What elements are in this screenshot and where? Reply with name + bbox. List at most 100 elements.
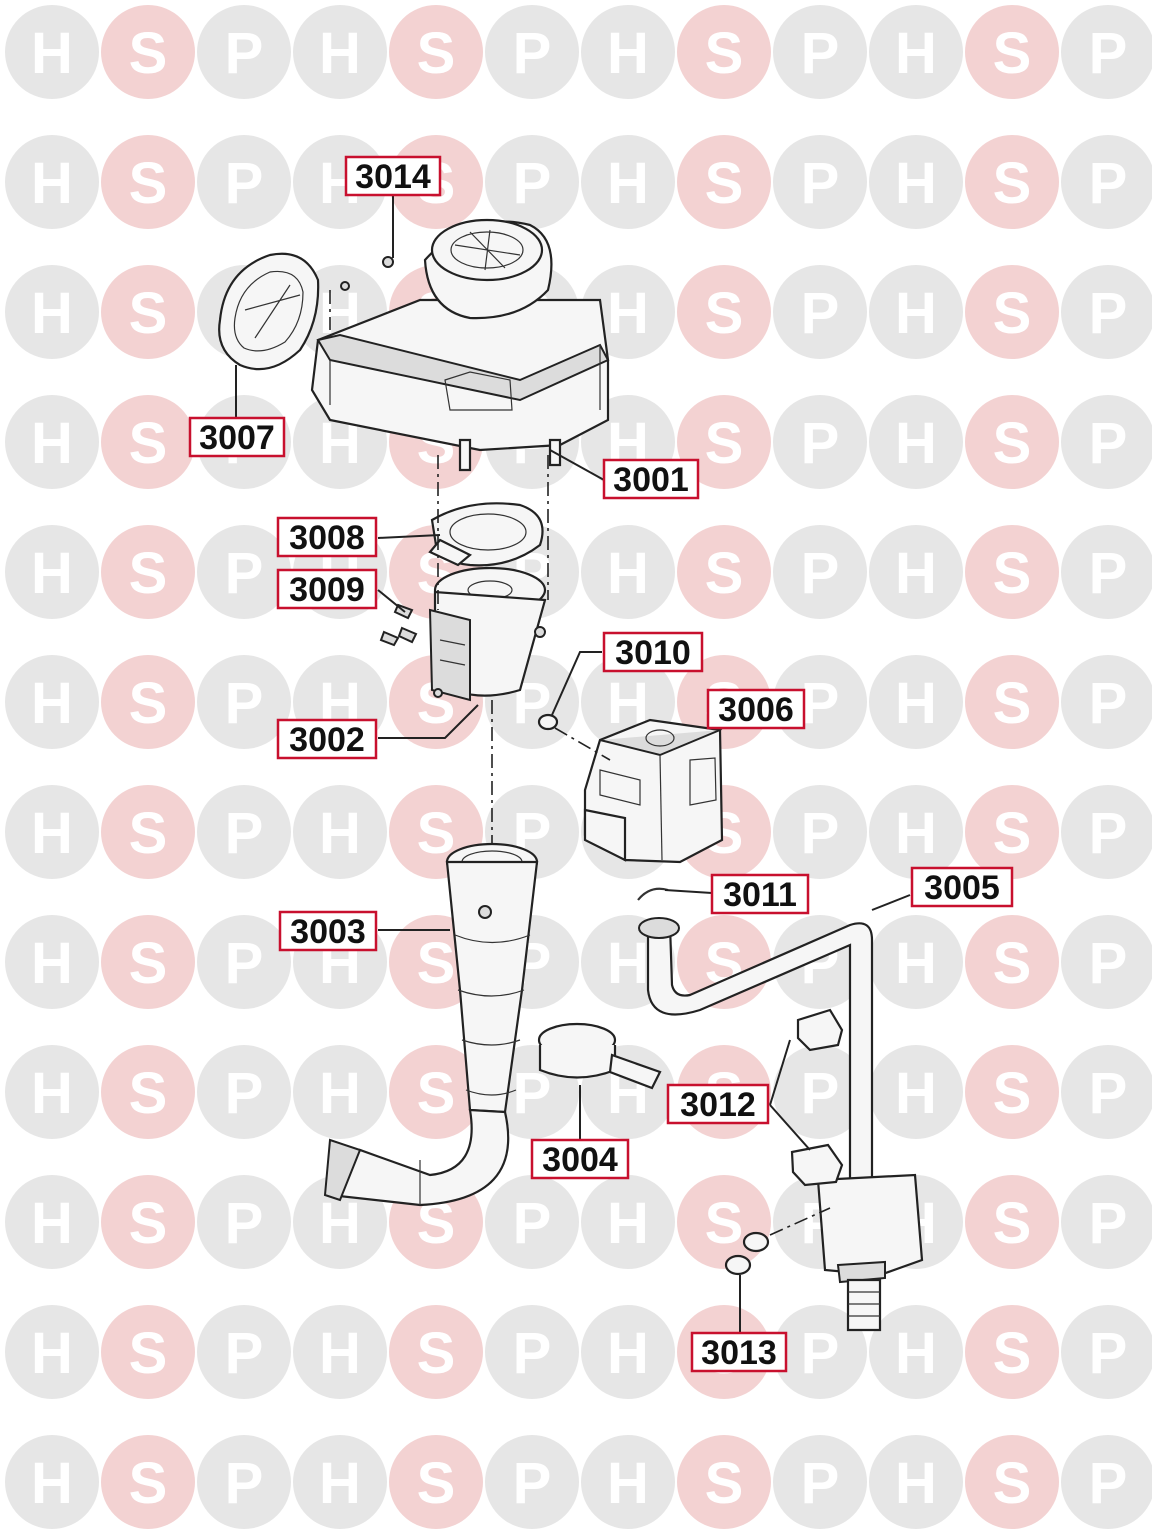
- watermark-circle: [965, 1435, 1059, 1529]
- label-3006[interactable]: 3006: [706, 688, 806, 730]
- watermark-letter: P: [1089, 541, 1128, 606]
- label-3004[interactable]: 3004: [530, 1138, 630, 1180]
- label-3008-text: 3008: [289, 519, 365, 557]
- bracket-3004: [537, 1022, 662, 1090]
- label-3012[interactable]: 3012: [666, 1083, 770, 1125]
- watermark-letter: H: [31, 931, 73, 996]
- watermark-letter: S: [993, 1451, 1032, 1516]
- watermark-letter: H: [895, 931, 937, 996]
- label-3005-text: 3005: [924, 869, 1000, 907]
- watermark-circle: [581, 1305, 675, 1399]
- watermark-circle: [773, 1045, 867, 1139]
- watermark-circle: [101, 1435, 195, 1529]
- label-3003[interactable]: 3003: [278, 910, 378, 952]
- watermark-letter: S: [129, 1451, 168, 1516]
- watermark-circle: [5, 915, 99, 1009]
- watermark-circle: [869, 655, 963, 749]
- watermark-circle: [869, 5, 963, 99]
- label-3009[interactable]: 3009: [276, 568, 378, 610]
- label-3014-text: 3014: [355, 158, 431, 196]
- watermark-circle: [869, 1435, 963, 1529]
- watermark-circle: [581, 1435, 675, 1529]
- label-3008[interactable]: 3008: [276, 516, 378, 558]
- fan-assembly-3001: [310, 218, 610, 472]
- label-3001-text: 3001: [613, 461, 689, 499]
- label-3003-text: 3003: [290, 913, 366, 951]
- venturi-3002: [428, 566, 547, 702]
- screw-3014: [329, 256, 394, 330]
- watermark-letter: P: [513, 151, 552, 216]
- watermark-letter: P: [1089, 411, 1128, 476]
- watermark-circle: [677, 525, 771, 619]
- label-3013[interactable]: 3013: [690, 1331, 788, 1373]
- label-3011[interactable]: 3011: [710, 873, 810, 915]
- label-3007[interactable]: 3007: [188, 416, 286, 458]
- watermark-circle: [101, 785, 195, 879]
- watermark-circle: [1061, 135, 1152, 229]
- watermark-circle: [965, 525, 1059, 619]
- watermark-letter: S: [129, 801, 168, 866]
- watermark-letter: H: [319, 801, 361, 866]
- watermark-letter: S: [993, 1321, 1032, 1386]
- watermark-letter: P: [225, 1451, 264, 1516]
- watermark-circle: [869, 1045, 963, 1139]
- o-ring-3010: [537, 713, 559, 731]
- watermark-circle: [197, 915, 291, 1009]
- watermark-circle: [485, 1305, 579, 1399]
- watermark-letter: P: [513, 21, 552, 86]
- watermark-letter: P: [1089, 281, 1128, 346]
- watermark-letter: S: [129, 411, 168, 476]
- watermark-circle: [389, 1305, 483, 1399]
- watermark-circle: [197, 1435, 291, 1529]
- label-3014[interactable]: 3014: [344, 155, 442, 197]
- washer-3011: [637, 887, 669, 901]
- watermark-circle: [5, 785, 99, 879]
- watermark-letter: P: [513, 1321, 552, 1386]
- label-3011-text: 3011: [723, 876, 797, 914]
- watermark-letter: P: [801, 411, 840, 476]
- nuts-3013: [724, 1207, 831, 1276]
- watermark-circle: [869, 1305, 963, 1399]
- watermark-letter: P: [1089, 21, 1128, 86]
- watermark-letter: H: [31, 541, 73, 606]
- watermark-circle: [293, 5, 387, 99]
- watermark-letter: P: [801, 1061, 840, 1126]
- label-3005[interactable]: 3005: [910, 866, 1014, 908]
- label-3001[interactable]: 3001: [602, 458, 700, 500]
- watermark-letter: S: [129, 1191, 168, 1256]
- watermark-circle: [293, 1045, 387, 1139]
- gas-valve-3006: [583, 718, 724, 864]
- label-3002-text: 3002: [289, 721, 365, 759]
- watermark-letter: H: [31, 1451, 73, 1516]
- watermark-letter: S: [417, 931, 456, 996]
- watermark-letter: S: [705, 21, 744, 86]
- watermark-circle: [773, 395, 867, 489]
- watermark-letter: H: [895, 541, 937, 606]
- watermark-circle: [677, 395, 771, 489]
- watermark-letter: S: [417, 21, 456, 86]
- watermark-circle: [101, 135, 195, 229]
- watermark-letter: S: [129, 21, 168, 86]
- watermark-letter: H: [319, 1451, 361, 1516]
- watermark-circle: [773, 5, 867, 99]
- watermark-letter: P: [225, 151, 264, 216]
- watermark-circle: [389, 5, 483, 99]
- watermark-letter: H: [895, 1451, 937, 1516]
- watermark-letter: H: [895, 151, 937, 216]
- label-3002[interactable]: 3002: [276, 718, 378, 760]
- watermark-circle: [965, 135, 1059, 229]
- watermark-letter: H: [607, 931, 649, 996]
- watermark-letter: P: [225, 671, 264, 736]
- label-3010-text: 3010: [615, 634, 691, 672]
- watermark-letter: S: [993, 541, 1032, 606]
- watermark-letter: S: [993, 1061, 1032, 1126]
- watermark-letter: H: [895, 1321, 937, 1386]
- watermark-circle: [965, 1175, 1059, 1269]
- watermark-circle: [101, 395, 195, 489]
- watermark-circle: [101, 265, 195, 359]
- label-3010[interactable]: 3010: [602, 631, 704, 673]
- watermark-circle: [581, 1175, 675, 1269]
- watermark-letter: H: [895, 671, 937, 736]
- watermark-letter: P: [1089, 1451, 1128, 1516]
- watermark-circle: [197, 1045, 291, 1139]
